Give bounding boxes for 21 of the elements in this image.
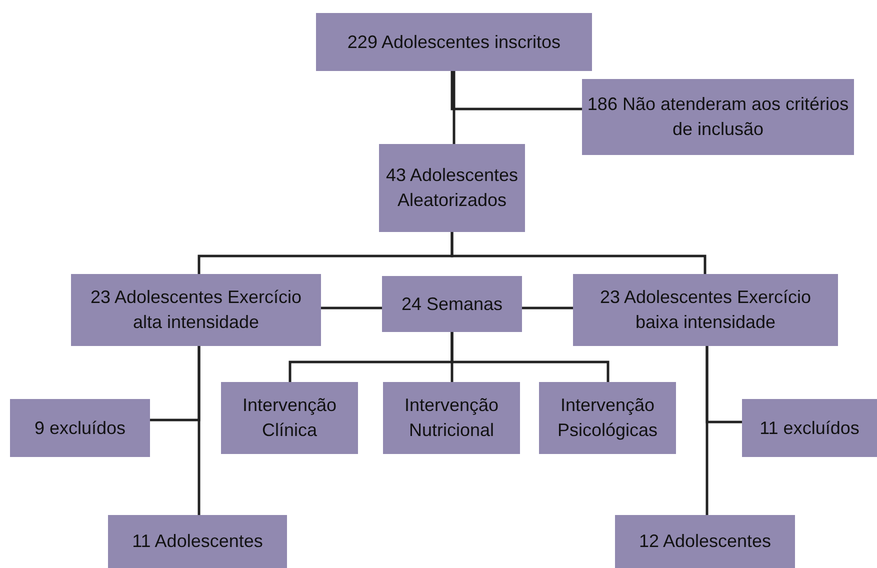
connector-line bbox=[450, 71, 582, 110]
connector-line bbox=[706, 346, 708, 515]
connector-line bbox=[450, 232, 706, 274]
process-box: 11 excluídos bbox=[742, 399, 877, 457]
process-box: 23 Adolescentes Exercício baixa intensidade bbox=[573, 274, 838, 346]
process-box: 11 Adolescentes bbox=[108, 515, 287, 568]
process-box: 23 Adolescentes Exercício alta intensidade bbox=[71, 274, 321, 346]
connector-line bbox=[522, 306, 573, 310]
process-box: Intervenção Clínica bbox=[221, 382, 358, 454]
connector-line bbox=[321, 306, 382, 310]
process-box: Intervenção Nutricional bbox=[383, 382, 520, 454]
process-box: Intervenção Psicológicas bbox=[539, 382, 676, 454]
process-box: 43 Adolescentes Aleatorizados bbox=[379, 144, 525, 232]
process-box: 186 Não atenderam aos critérios de inclusão bbox=[582, 79, 854, 155]
connector-line bbox=[450, 332, 610, 382]
process-box: 12 Adolescentes bbox=[615, 515, 795, 568]
connector-line bbox=[452, 71, 456, 144]
connector-line bbox=[198, 346, 200, 515]
process-box: 229 Adolescentes inscritos bbox=[316, 13, 592, 71]
process-box: 24 Semanas bbox=[382, 276, 522, 332]
process-box: 9 excluídos bbox=[10, 399, 150, 457]
